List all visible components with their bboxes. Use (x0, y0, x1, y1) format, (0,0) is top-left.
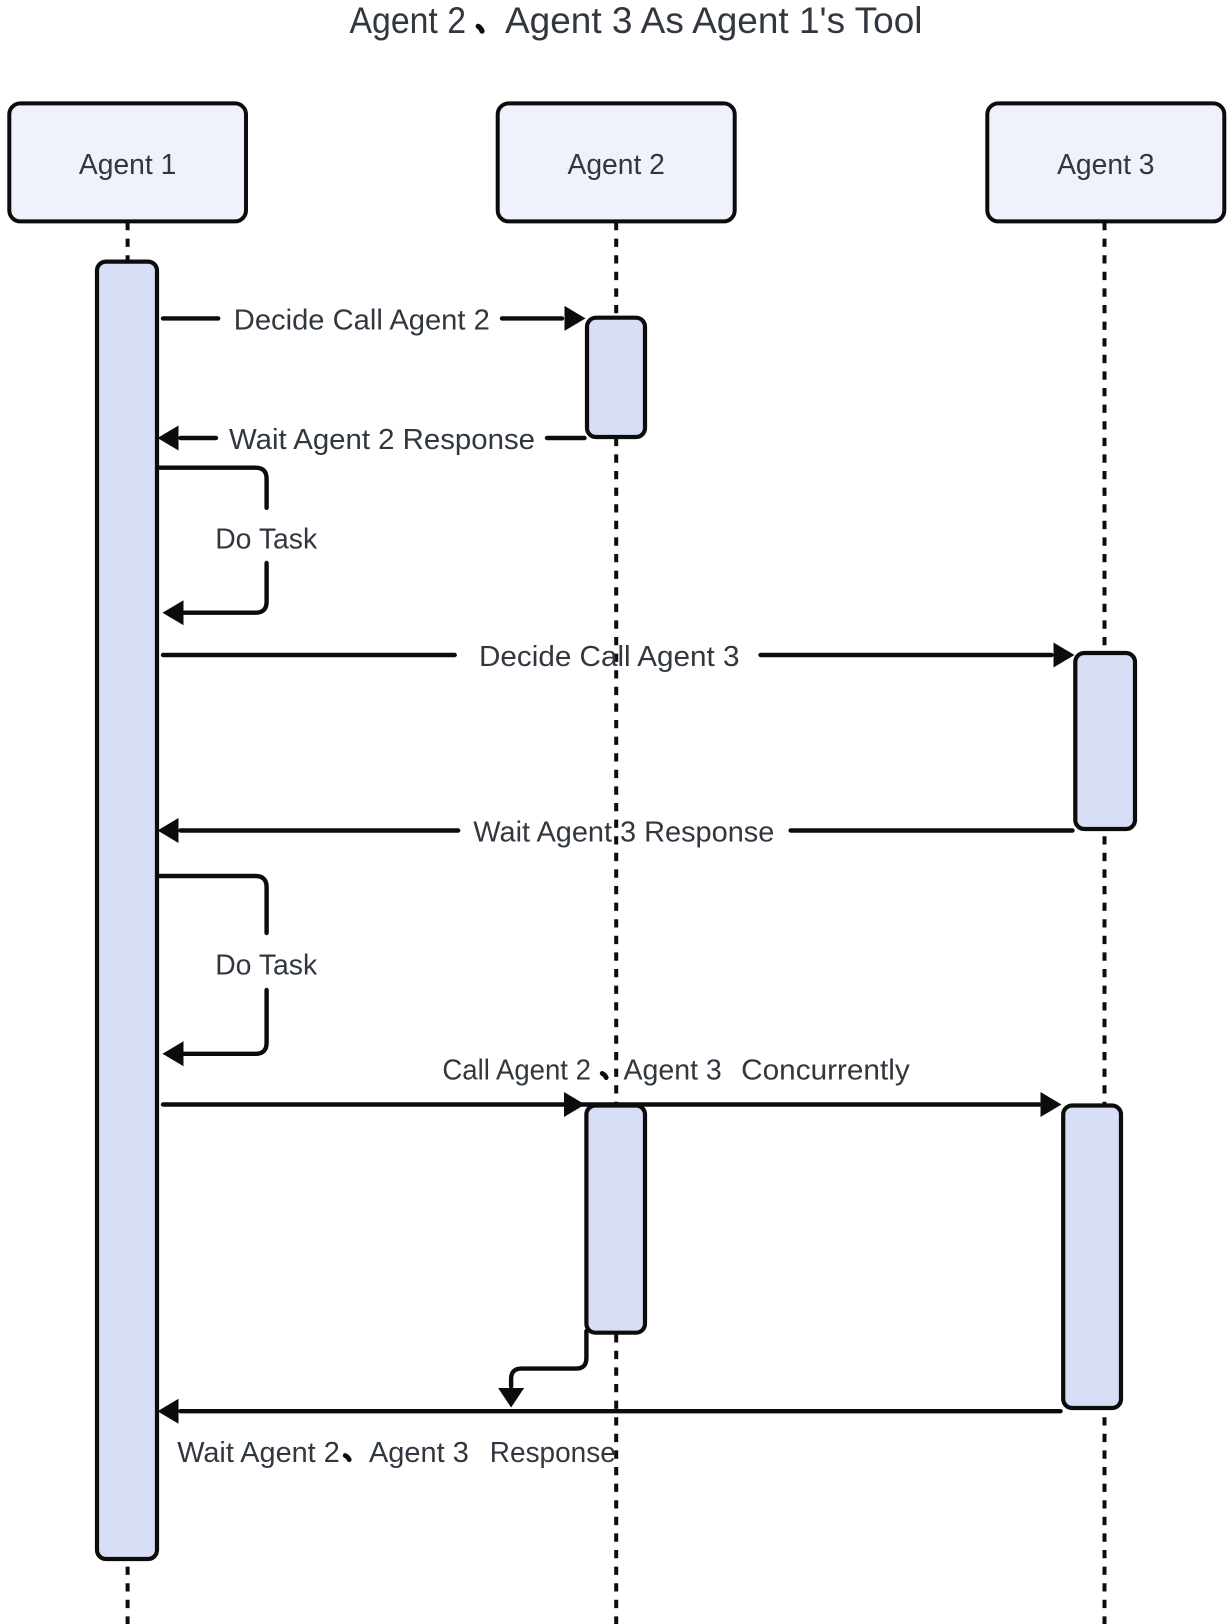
svg-text:Do Task: Do Task (215, 524, 317, 556)
svg-text:Agent 3: Agent 3 (1057, 149, 1154, 181)
svg-text:Call Agent 2: Call Agent 2 (442, 1055, 591, 1087)
svg-text:Concurrently: Concurrently (741, 1055, 910, 1087)
svg-text:Agent 2: Agent 2 (568, 149, 665, 181)
svg-text:Wait Agent 2: Wait Agent 2 (177, 1437, 340, 1469)
svg-text:Decide Call Agent 2: Decide Call Agent 2 (234, 305, 490, 337)
svg-text:Wait Agent 3 Response: Wait Agent 3 Response (473, 817, 774, 849)
svg-text:Wait Agent 2 Response: Wait Agent 2 Response (229, 424, 535, 456)
svg-text:Response: Response (490, 1437, 616, 1469)
svg-text:Agent 1: Agent 1 (79, 149, 176, 181)
svg-text:Decide Call Agent 3: Decide Call Agent 3 (479, 641, 740, 673)
svg-text:Do Task: Do Task (215, 950, 317, 982)
svg-text:Agent 3: Agent 3 (624, 1055, 722, 1087)
svg-text:Agent 3 As Agent 1's Tool: Agent 3 As Agent 1's Tool (505, 0, 923, 41)
svg-text:Agent 3: Agent 3 (369, 1437, 469, 1469)
svg-text:Agent 2: Agent 2 (350, 0, 467, 41)
